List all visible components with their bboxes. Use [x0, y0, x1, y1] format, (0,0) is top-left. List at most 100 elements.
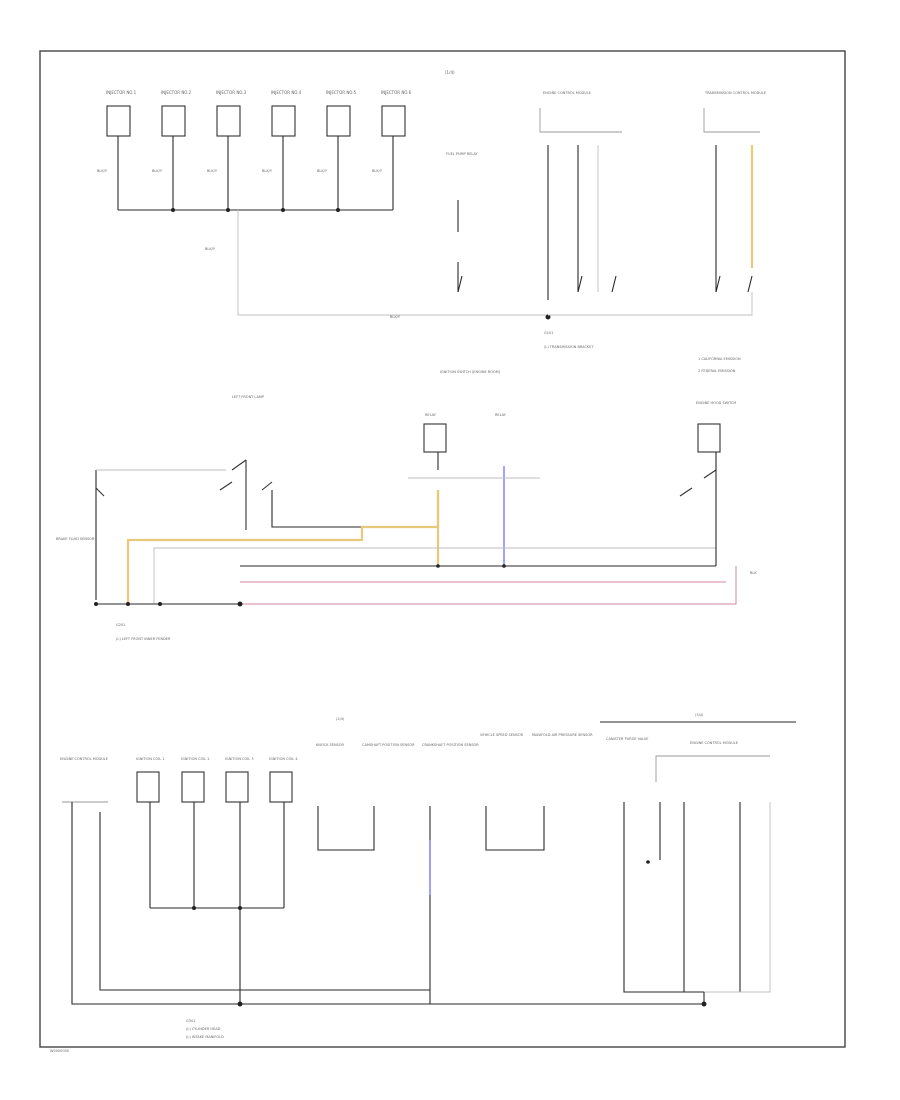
injector-6-label: INJECTOR NO.6 [381, 90, 412, 95]
injector-1-label: INJECTOR NO.1 [106, 90, 137, 95]
injector-4-wire-label: BLK/Y [262, 169, 273, 173]
sensor-loop-2 [485, 806, 545, 851]
left-lamp-label: LEFT FRONT LAMP [232, 395, 264, 399]
sensor-block-3-label: CRANKSHAFT POSITION SENSOR [422, 743, 479, 747]
ground-g301-label: G301 [186, 1019, 195, 1023]
bottom-ground-left [71, 802, 240, 1005]
injector-5-wire-label: BLK/Y [317, 169, 328, 173]
legend-item-2: 2 FEDERAL EMISSION [698, 369, 736, 373]
diagram-frame [39, 50, 846, 1048]
middle-bus-label: BLK [750, 571, 757, 575]
middle-splice-2 [126, 602, 130, 606]
right-switch-label: ENGINE HOOD SWITCH [696, 401, 737, 405]
ground-g201-label: G201 [116, 623, 125, 627]
splice-1 [171, 208, 175, 212]
splice-2 [226, 208, 230, 212]
coil-4-label: IGNITION COIL 4 [269, 757, 298, 761]
top-bus-label: BLK/Y [390, 315, 401, 319]
coil-splice-1 [192, 906, 196, 910]
right-switch-contacts [679, 469, 717, 497]
coil-2-label: IGNITION COIL 2 [181, 757, 210, 761]
sensor-loop-1 [317, 806, 375, 851]
fuel-sensor-connector [457, 275, 463, 293]
splice-3 [281, 208, 285, 212]
top-section-title: (1/4) [445, 70, 455, 75]
injector-1-box [106, 105, 131, 137]
middle-splice-4 [436, 564, 440, 568]
sensor-block-1-label: KNOCK SENSOR [316, 743, 345, 747]
bottom-ground-inner [99, 812, 430, 991]
right-left-label: CANISTER PURGE VALVE [606, 737, 648, 741]
injector-3-wire-label: BLK/Y [207, 169, 218, 173]
right-section-title: (3/4) [695, 713, 704, 717]
tcm-label: TRANSMISSION CONTROL MODULE [704, 91, 766, 95]
coil-3-box [225, 771, 249, 803]
top-ground-run [237, 210, 548, 316]
coil-2-box [181, 771, 205, 803]
ecm-connector-2 [577, 275, 583, 293]
sensor-block-2-label: CAMSHAFT POSITION SENSOR [362, 743, 415, 747]
injector-5-label: INJECTOR NO.5 [326, 90, 357, 95]
right-splice [646, 860, 650, 864]
ground-g301-note: (L) CYLINDER HEAD [186, 1027, 221, 1031]
lamp-switch-2 [219, 481, 273, 491]
bus-line-3-pink [240, 566, 737, 605]
lamp-switch-1 [231, 459, 247, 530]
injector-2-label: INJECTOR NO.2 [161, 90, 192, 95]
lamp-return [271, 490, 362, 528]
relay-a-label: RELAY [425, 413, 437, 417]
right-switch-box [697, 423, 721, 453]
splice-4 [336, 208, 340, 212]
bottom-ecm-label: ENGINE CONTROL MODULE [60, 757, 108, 761]
ground-g301-note-2: (L) INTAKE MANIFOLD [186, 1035, 224, 1039]
right-wire-1 [623, 802, 704, 993]
tcm-connector-1 [715, 275, 721, 293]
ground-g101-note: (L) TRANSMISSION BRACKET [544, 345, 594, 349]
middle-splice-5 [502, 564, 506, 568]
ground-g101 [545, 314, 551, 320]
coil-4-box [269, 771, 293, 803]
coil-1-box [136, 771, 160, 803]
injector-3-label: INJECTOR NO.3 [216, 90, 247, 95]
relay-b-label: RELAY [495, 413, 507, 417]
injector-5-box [326, 105, 351, 137]
brake-sensor-label: BRAKE FLUID SENSOR [56, 537, 95, 541]
right-module-outline [655, 755, 770, 782]
right-wire-5 [704, 802, 771, 993]
injector-4-box [271, 105, 296, 137]
engine-module-label: ENGINE CONTROL MODULE [543, 91, 591, 95]
yellow-harness [126, 490, 440, 604]
coil-1-label: IGNITION COIL 1 [136, 757, 165, 761]
injector-2-box [161, 105, 186, 137]
top-joint-wire-label: BLK/Y [205, 247, 216, 251]
ground-g301 [237, 1001, 243, 1007]
injector-4-label: INJECTOR NO.4 [271, 90, 302, 95]
injector-6-box [381, 105, 406, 137]
footer-code: W0000000 [50, 1049, 69, 1053]
injector-3-box [216, 105, 241, 137]
tcm-ground-run [548, 292, 753, 316]
ground-g101-label: G101 [544, 331, 553, 335]
relay-title: IGNITION SWITCH (ENGINE ROOM) [440, 370, 501, 374]
engine-module-outline [539, 108, 622, 133]
ground-g201-note: (L) LEFT FRONT INNER FENDER [116, 637, 171, 641]
fuel-sensor-label: FUEL PUMP RELAY [446, 152, 479, 156]
bottom-section-title: (2/4) [336, 717, 345, 721]
upper-return [153, 547, 716, 604]
middle-splice-3 [158, 602, 162, 606]
sensor-block-4-label: VEHICLE SPEED SENSOR [480, 733, 524, 737]
coil-3-label: IGNITION COIL 3 [225, 757, 254, 761]
injector-1-wire-label: BLK/Y [97, 169, 108, 173]
middle-splice-1 [94, 602, 98, 606]
brake-switch [95, 487, 105, 497]
ground-g201 [237, 601, 243, 607]
tcm-connector-2 [747, 275, 753, 293]
tcm-outline [703, 108, 760, 133]
relay-a-box [423, 423, 447, 453]
right-ground-node [701, 1001, 707, 1007]
sensor-block-5-label: MANIFOLD AIR PRESSURE SENSOR [532, 733, 593, 737]
injector-group: INJECTOR NO.1 INJECTOR NO.2 INJECTOR NO.… [97, 90, 412, 212]
injector-6-wire-label: BLK/Y [372, 169, 383, 173]
injector-2-wire-label: BLK/Y [152, 169, 163, 173]
